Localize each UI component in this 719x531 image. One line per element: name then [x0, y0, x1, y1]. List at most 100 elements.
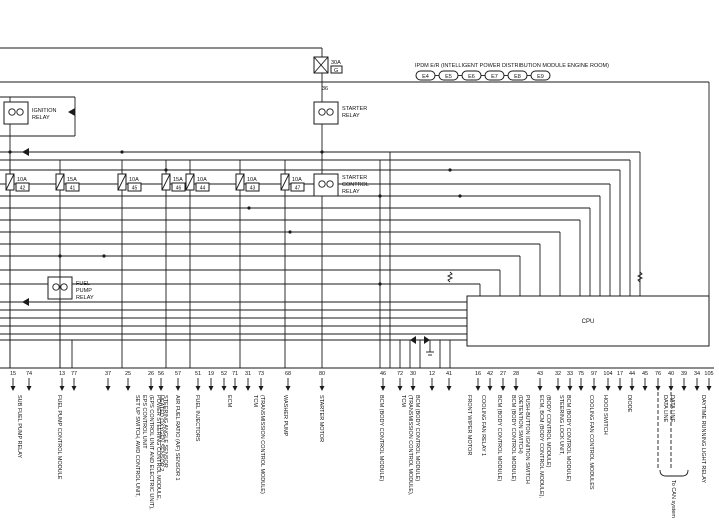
connector-label: E6 [468, 74, 475, 80]
destination-label: COOLING FAN RELAY 1 [480, 395, 486, 456]
starter-relay-line2: RELAY [342, 113, 360, 119]
destination-label: STARTER MOTOR [318, 395, 324, 442]
arrow-icon [380, 386, 386, 391]
junction-dot [448, 168, 452, 172]
terminal-number: 105 [704, 371, 713, 377]
destination-label: (BODY CONTROL MODULE) [545, 395, 551, 468]
connector-chip [530, 70, 551, 81]
destination-label: BCM (BODY CONTROL MODULE) [378, 395, 384, 481]
destination-label: BCM (BODY CONTROL MODULE) [414, 395, 420, 481]
can-callout: To CAN system [659, 469, 689, 518]
module-title: IPDM E/R (INTELLIGENT POWER DISTRIBUTION… [415, 63, 609, 69]
terminal-number: 30 [410, 371, 416, 377]
terminal-number: 73 [258, 371, 264, 377]
arrow-icon [555, 386, 561, 391]
destination-label: DAYTIME RUNNING LIGHT RELAY [700, 395, 706, 483]
junction-dot [247, 206, 251, 210]
arrow-icon [175, 386, 181, 391]
arrow-icon [591, 386, 597, 391]
terminal-number: 43 [537, 371, 543, 377]
arrow-icon [706, 386, 712, 391]
arrow-icon [567, 386, 573, 391]
diode-icon [424, 336, 430, 344]
fuse-id-box [290, 182, 305, 192]
arrow-icon [642, 386, 648, 391]
terminal-number: 33 [567, 371, 573, 377]
arrow-icon [487, 386, 493, 391]
destination-label: (EPS CONTROL UNIT AND ELECTRIC UNIT), [148, 395, 154, 510]
fuel-pump-relay-line3: RELAY [76, 295, 94, 301]
terminal-number: 19 [208, 371, 214, 377]
destination-label: BCM (BODY CONTROL MODULE) [565, 395, 571, 481]
fuse-rating: 15A [67, 177, 77, 183]
arrow-icon [629, 386, 635, 391]
arrow-icon [158, 386, 164, 391]
arrow-icon [410, 386, 416, 391]
terminal-number: 42 [487, 371, 493, 377]
arrow-icon [232, 386, 238, 391]
fuse-rating: 10A [292, 177, 302, 183]
connector-label: E7 [491, 74, 498, 80]
starter-relay: STARTER RELAY [313, 101, 367, 125]
ignition-relay-line2: RELAY [32, 115, 50, 121]
diode-icon [410, 336, 416, 344]
arrow-icon [446, 386, 452, 391]
fuel-pump-relay-line2: PUMP [76, 288, 92, 294]
arrow-icon [429, 386, 435, 391]
terminal-number: 17 [617, 371, 623, 377]
destination-label: (TRANSMISSION CONTROL MODULE), [407, 395, 413, 496]
top-fuse-terminal: 36 [322, 86, 328, 92]
top-fuse-rating: 30A [331, 60, 341, 66]
diode-icon [22, 298, 29, 306]
fuse-id-box [127, 182, 142, 192]
destination-label: SET UP SWITCH, AWD CONTROL UNIT, [134, 395, 140, 497]
destination-label: FRONT WIPER MOTOR [466, 395, 472, 455]
terminal-number: 13 [59, 371, 65, 377]
destination-label: WASHER PUMP [282, 395, 288, 437]
fuse-id-box [65, 182, 80, 192]
arrow-icon [475, 386, 481, 391]
arrow-icon [71, 386, 77, 391]
starter-relay-line1: STARTER [342, 106, 367, 112]
destination-label: FUEL PUMP CONTROL MODULE [56, 395, 62, 480]
fuse-id-box [195, 182, 210, 192]
fuse-rating: 10A [247, 177, 257, 183]
ignition-relay-line1: IGNITION [32, 108, 56, 114]
fuel-pump-relay: FUEL PUMP RELAY [47, 276, 94, 301]
destination-label: AIR FUEL RATIO (A/F) SENSOR 1 [174, 395, 180, 481]
terminal-number: 16 [475, 371, 481, 377]
arrow-icon [500, 386, 506, 391]
terminal-number: 56 [158, 371, 164, 377]
terminal-number: 32 [555, 371, 561, 377]
destination-label: STEERING LOCK UNIT, [558, 395, 564, 455]
destination-label: BCM (BODY CONTROL MODULE) [496, 395, 502, 481]
fuse-id: 45 [132, 186, 138, 192]
junction-dot [8, 150, 12, 154]
destination-label: (TRANSMISSION CONTROL MODULE) [259, 395, 265, 494]
fuse-id: 46 [176, 186, 182, 192]
terminal-number: 97 [591, 371, 597, 377]
resistor-icon [446, 271, 454, 283]
diode-icon [22, 148, 29, 156]
fuse-element [185, 173, 195, 191]
junction-dot [458, 194, 462, 198]
terminal-number: 26 [148, 371, 154, 377]
terminal-number: 45 [642, 371, 648, 377]
arrow-icon [245, 386, 251, 391]
arrow-icon [537, 386, 543, 391]
terminal-number: 52 [221, 371, 227, 377]
fuse-id: 43 [250, 186, 256, 192]
top-fuse-id: G [334, 68, 338, 74]
starter-control-relay-line1: STARTER [342, 175, 367, 181]
destination-label: DATA LINE [662, 395, 668, 423]
arrow-icon [59, 386, 65, 391]
arrow-icon [208, 386, 214, 391]
starter-control-relay: STARTER CONTROL RELAY [313, 173, 369, 197]
fuse-element [161, 173, 171, 191]
terminal-number: 27 [500, 371, 506, 377]
fuse-id: 44 [200, 186, 206, 192]
terminal-number: 37 [105, 371, 111, 377]
arrow-icon [513, 386, 519, 391]
